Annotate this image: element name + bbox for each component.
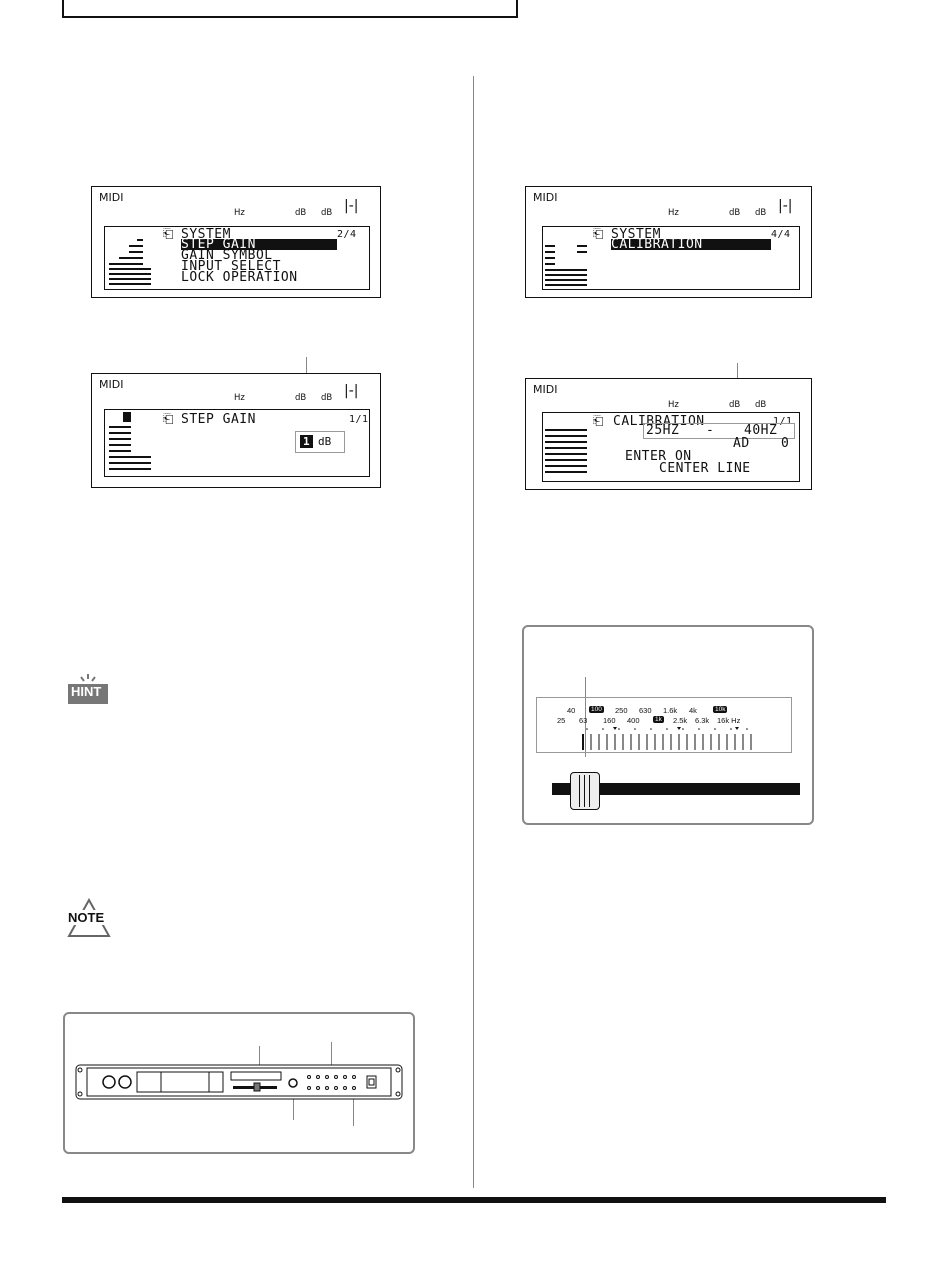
midi-label: MIDI [99,378,124,391]
value-callout: 1 dB [295,431,345,453]
callout-line [353,1098,354,1126]
page-indicator: 1/1 [349,414,369,425]
screen-title: STEP GAIN [181,412,256,427]
level-meter [545,231,593,286]
db-label: dB [321,393,333,403]
freq-row-upper: 40 100 250 630 1.6k 4k 10k [567,706,787,716]
db-label: dB [295,393,307,403]
freq-label: 100 [589,706,604,713]
db-label: dB [729,208,741,218]
freq-label: 1.6k [663,706,678,715]
hz-label: Hz [234,208,245,218]
instruction-line2: CENTER LINE [659,461,751,476]
callout-line [293,1088,294,1120]
midi-label: MIDI [99,191,124,204]
fader-knob[interactable] [570,772,600,810]
lcd-screen: ⎗ STEP GAIN 1/1 1 dB [104,409,370,477]
segment-display: |-| [778,198,793,214]
menu-title: SYSTEM [181,227,231,242]
hint-label: HINT [71,684,102,699]
menu-item-step-gain[interactable]: STEP GAIN [181,238,337,251]
lcd-screen: ⎗ CALIBRATION 1/1 25HZ - 40HZ AD 0 ENTER… [542,412,800,482]
menu-item-input-select[interactable]: INPUT SELECT [181,259,281,274]
lcd-step-gain: MIDI Hz dB dB |-| ⎗ STEP GAIN 1/1 1 dB [91,373,381,488]
level-meter [109,412,159,474]
front-panel-figure [63,1012,415,1154]
frequency-scale: 40 100 250 630 1.6k 4k 10k 25 63 160 400… [536,697,792,753]
note-icon: NOTE [66,897,112,938]
hz-label: Hz [234,393,245,403]
callout-line [585,677,586,757]
db-label: dB [729,400,741,410]
hz-label: Hz [668,400,679,410]
freq-label: 25 [557,716,566,725]
db-label: dB [755,208,767,218]
screen-title: CALIBRATION [613,414,705,429]
db-label: dB [295,208,307,218]
page-indicator: 2/4 [337,229,357,240]
ad-value: 0 [781,436,790,451]
freq-label: 63 [579,716,588,725]
ad-label: AD [733,436,750,451]
menu-title: SYSTEM [611,227,661,242]
column-divider [473,76,474,1188]
level-meter [545,421,593,475]
freq-label: 630 [639,706,652,715]
freq-label: 250 [615,706,628,715]
freq-label: 400 [627,716,640,725]
freq-label: 10k [713,706,728,713]
hint-icon: HINT [68,672,110,706]
instruction-line1: ENTER ON [625,449,692,464]
header-box [62,0,518,18]
page-icon: ⎗ [593,414,604,429]
lcd-calibration: MIDI Hz dB dB ⎗ CALIBRATION 1/1 25HZ - 4… [525,378,812,490]
folder-icon: ⎗ [593,227,604,242]
freq-label: 1k [653,716,664,723]
range-separator: - [706,423,715,438]
freq-label: 16k Hz [717,716,741,725]
segment-display: |-| [344,198,359,214]
lcd-screen: ⎗ SYSTEM 4/4 CALIBRATION [542,226,800,290]
lcd-screen: ⎗ SYSTEM 2/4 STEP GAIN GAIN SYMBOL INPUT… [104,226,370,290]
level-meter [109,231,157,285]
midi-label: MIDI [533,383,558,396]
callout-line [331,1042,332,1082]
range-to[interactable]: 40HZ [744,423,778,438]
hz-label: Hz [668,208,679,218]
range-callout: 25HZ - 40HZ [643,423,795,439]
fader-panel: 40 100 250 630 1.6k 4k 10k 25 63 160 400… [522,625,814,825]
db-label: dB [321,208,333,218]
note-label: NOTE [68,910,105,925]
lcd-system-page2: MIDI Hz dB dB |-| ⎗ SYSTEM 2/4 STEP GAIN… [91,186,381,298]
menu-item-gain-symbol[interactable]: GAIN SYMBOL [181,248,273,263]
db-label: dB [755,400,767,410]
freq-label: 4k [689,706,697,715]
menu-item-lock-operation[interactable]: LOCK OPERATION [181,270,298,285]
freq-label: 40 [567,706,576,715]
freq-label: 6.3k [695,716,710,725]
freq-row-lower: 25 63 160 400 1k 2.5k 6.3k 16k Hz [557,716,787,726]
segment-display: |-| [344,383,359,399]
step-gain-value[interactable]: 1 [300,435,313,448]
menu-item-calibration[interactable]: CALIBRATION [611,238,771,251]
midi-label: MIDI [533,191,558,204]
range-from[interactable]: 25HZ [646,423,680,438]
lcd-system-page4: MIDI Hz dB dB |-| ⎗ SYSTEM 4/4 CALIBRATI… [525,186,812,298]
freq-label: 2.5k [673,716,688,725]
freq-label: 160 [603,716,616,725]
page-indicator: 4/4 [771,229,791,240]
rack-unit [75,1064,403,1100]
step-gain-unit: dB [318,435,332,448]
folder-icon: ⎗ [163,227,174,242]
page-indicator: 1/1 [773,416,793,427]
footer-rule [62,1197,886,1203]
fader-track [552,783,800,795]
page-icon: ⎗ [163,412,174,427]
frequency-ticks [582,727,752,750]
